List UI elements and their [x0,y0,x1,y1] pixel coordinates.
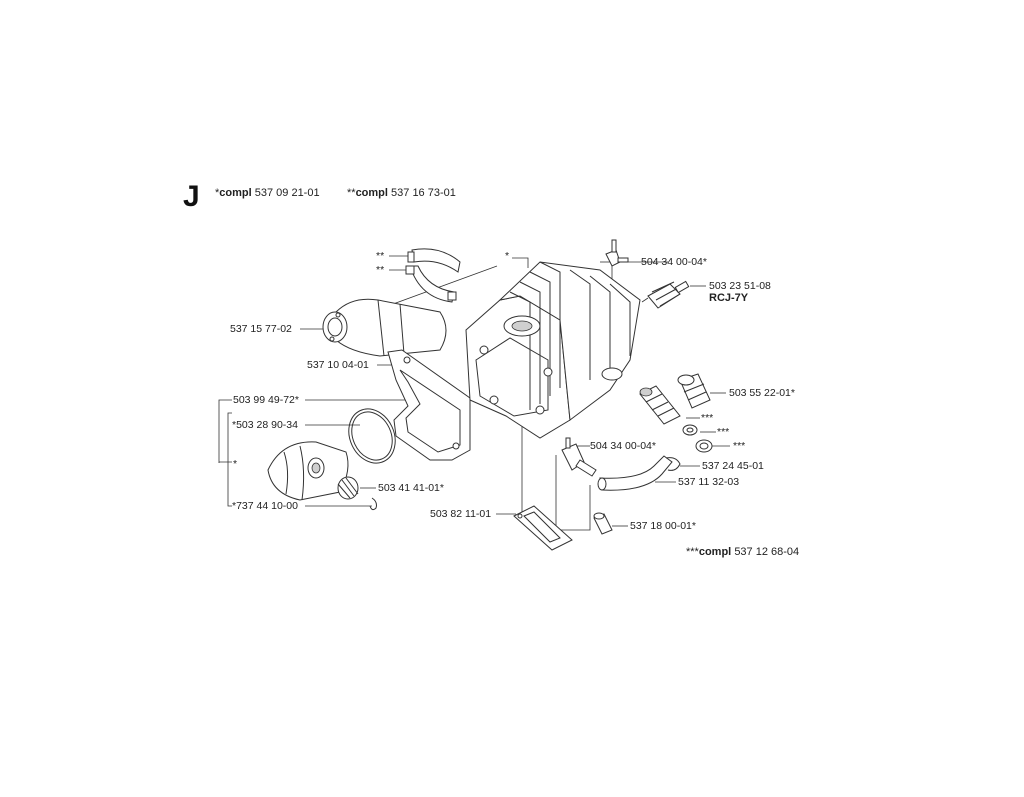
bottom-gasket [513,505,573,551]
callout-triple-star-b: *** [717,426,730,438]
fuel-hose [597,455,673,491]
intake-clamp-upper [407,248,461,273]
header-compl-2: **compl 537 16 73-01 [347,187,456,199]
callout-star-piston: * [233,458,238,470]
piston-pin-circlip [369,497,377,511]
footer-compl-3: ***compl 537 12 68-04 [686,546,800,558]
part-503-41-41-01: 503 41 41-01* [378,482,444,494]
elbow-fitting-mid [561,437,597,477]
decompression-valve [677,373,711,409]
piston [267,441,349,501]
part-503-82-11-01: 503 82 11-01 [430,508,492,520]
fuel-filter [593,512,613,535]
part-737-44-10-00: *737 44 10-00 [232,500,298,512]
part-503-23-51-08: 503 23 51-08 [709,280,771,292]
callout-double-star-b: ** [376,264,385,276]
part-503-55-22-01: 503 55 22-01* [729,387,795,399]
part-537-24-45-01: 537 24 45-01 [702,460,764,472]
spark-plug-type: RCJ-7Y [709,292,749,304]
elbow-fitting-top [605,239,629,267]
callout-triple-star-c: *** [733,440,746,452]
callout-double-star-a: ** [376,250,385,262]
piston-ring [348,408,396,464]
part-537-11-32-03: 537 11 32-03 [678,476,740,488]
part-503-28-90-34: *503 28 90-34 [232,419,298,431]
callout-star-top: * [505,250,510,262]
part-503-99-49-72: 503 99 49-72* [233,394,299,406]
part-537-18-00-01: 537 18 00-01* [630,520,696,532]
cylinder-fins [509,261,631,410]
part-537-15-77-02: 537 15 77-02 [230,323,292,335]
intake-manifold [322,298,447,357]
part-537-10-04-01: 537 10 04-01 [307,359,369,371]
cylinder [465,261,641,439]
header-compl-1: *compl 537 09 21-01 [215,187,320,199]
callout-triple-star-a: *** [701,412,714,424]
section-letter: J [183,180,200,213]
seal-washer [695,439,713,453]
hose-clip [665,457,681,471]
needle-bearing [337,476,359,500]
cylinder-gasket [387,349,471,461]
part-504-34-00-04-top: 504 34 00-04* [641,256,707,268]
o-ring-washer [682,424,698,436]
intake-clamp-lower [405,265,457,303]
part-504-34-00-04-mid: 504 34 00-04* [590,440,656,452]
valve-body [639,385,681,425]
spark-plug [641,280,690,309]
